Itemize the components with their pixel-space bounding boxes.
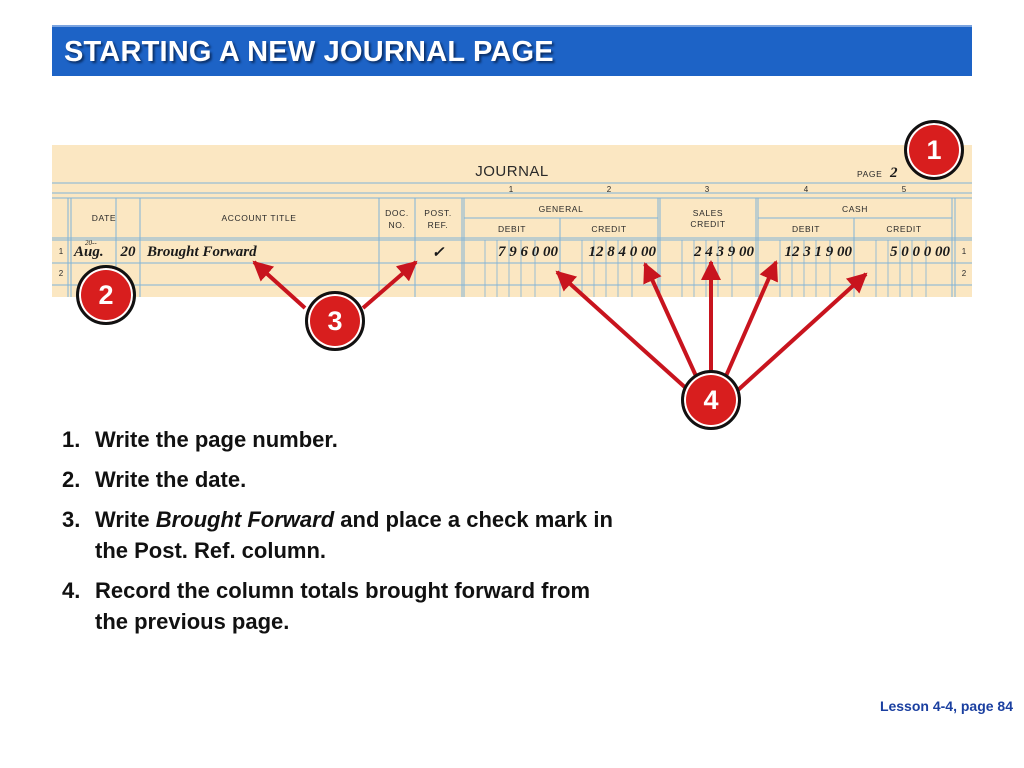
page-label: PAGE xyxy=(857,169,882,179)
column-number-4: 4 xyxy=(804,185,809,194)
arrow-3-to-account-title xyxy=(252,260,307,310)
journal-title: JOURNAL xyxy=(475,163,549,180)
header-doc-no-line1: DOC. xyxy=(385,208,409,218)
header-date: DATE xyxy=(92,213,116,223)
header-post-ref-line1: POST. xyxy=(424,208,452,218)
step-number: 3. xyxy=(62,507,81,532)
header-account-title: ACCOUNT TITLE xyxy=(221,213,296,223)
instruction-list: 1. Write the page number. 2. Write the d… xyxy=(62,424,622,646)
header-cash-debit: DEBIT xyxy=(792,224,820,234)
step-number: 4. xyxy=(62,578,81,603)
column-number-2: 2 xyxy=(607,185,612,194)
column-number-5: 5 xyxy=(902,185,907,194)
lesson-reference: Lesson 4-4, page 84 xyxy=(879,698,1013,714)
arrow-4-to-cash-credit xyxy=(736,272,868,392)
header-general-credit: CREDIT xyxy=(591,224,626,234)
step-text: Write the date. xyxy=(95,467,247,492)
step-badge-2: 2 xyxy=(76,265,136,325)
header-post-ref-line2: REF. xyxy=(428,220,449,230)
row-number-1-right: 1 xyxy=(962,247,967,256)
check-mark-icon: ✓ xyxy=(432,245,445,261)
step-text-emphasis: Brought Forward xyxy=(155,507,335,532)
header-general-debit: DEBIT xyxy=(498,224,526,234)
row-number-1-left: 1 xyxy=(59,247,64,256)
row-number-2-left: 2 xyxy=(59,269,64,278)
entry-account-title: Brought Forward xyxy=(146,244,257,260)
entry-general-credit: 12 8 4 0 00 xyxy=(589,244,657,260)
entry-cash-debit: 12 3 1 9 00 xyxy=(785,244,853,260)
header-cash-credit: CREDIT xyxy=(886,224,921,234)
step-text: Write the page number. xyxy=(95,427,338,452)
header-sales-credit-line1: SALES xyxy=(693,208,723,218)
arrow-4-to-general-debit xyxy=(555,270,690,392)
step-text-suffix: and place a check mark in the Post. Ref.… xyxy=(95,507,613,563)
header-sales-credit-line2: CREDIT xyxy=(690,219,725,229)
arrow-3-to-post-ref xyxy=(361,260,418,310)
step-4: 4. Record the column totals brought forw… xyxy=(62,575,622,637)
journal-form: JOURNAL PAGE 2 1 2 3 4 5 DATE ACCOUNT TI… xyxy=(52,145,972,297)
entry-year: 20-- xyxy=(85,239,97,247)
step-text: Record the column totals brought forward… xyxy=(95,578,591,634)
entry-month: Aug. xyxy=(73,244,104,260)
page-number: 2 xyxy=(889,165,898,181)
entry-sales-credit: 2 4 3 9 00 xyxy=(693,244,755,260)
column-number-3: 3 xyxy=(705,185,710,194)
slide-title: STARTING A NEW JOURNAL PAGE xyxy=(64,36,554,68)
step-3: 3. Write Brought Forward and place a che… xyxy=(62,504,622,566)
step-text-prefix: Write xyxy=(95,507,156,532)
title-bar: STARTING A NEW JOURNAL PAGE xyxy=(52,25,972,76)
journal-grid: JOURNAL PAGE 2 1 2 3 4 5 DATE ACCOUNT TI… xyxy=(52,163,972,297)
step-1: 1. Write the page number. xyxy=(62,424,622,455)
step-badge-3: 3 xyxy=(305,291,365,351)
row-number-2-right: 2 xyxy=(962,269,967,278)
step-badge-4: 4 xyxy=(681,370,741,430)
step-2: 2. Write the date. xyxy=(62,464,622,495)
arrow-4-to-general-credit xyxy=(643,262,698,377)
entry-general-debit: 7 9 6 0 00 xyxy=(498,244,559,260)
entry-cash-credit: 5 0 0 0 00 xyxy=(890,244,951,260)
header-doc-no-line2: NO. xyxy=(389,220,406,230)
entry-day: 20 xyxy=(120,244,137,260)
header-cash: CASH xyxy=(842,204,868,214)
step-badge-1: 1 xyxy=(904,120,964,180)
header-general: GENERAL xyxy=(539,204,584,214)
arrow-4-to-cash-debit xyxy=(724,260,778,377)
column-number-1: 1 xyxy=(509,185,514,194)
step-number: 1. xyxy=(62,427,81,452)
step-number: 2. xyxy=(62,467,81,492)
